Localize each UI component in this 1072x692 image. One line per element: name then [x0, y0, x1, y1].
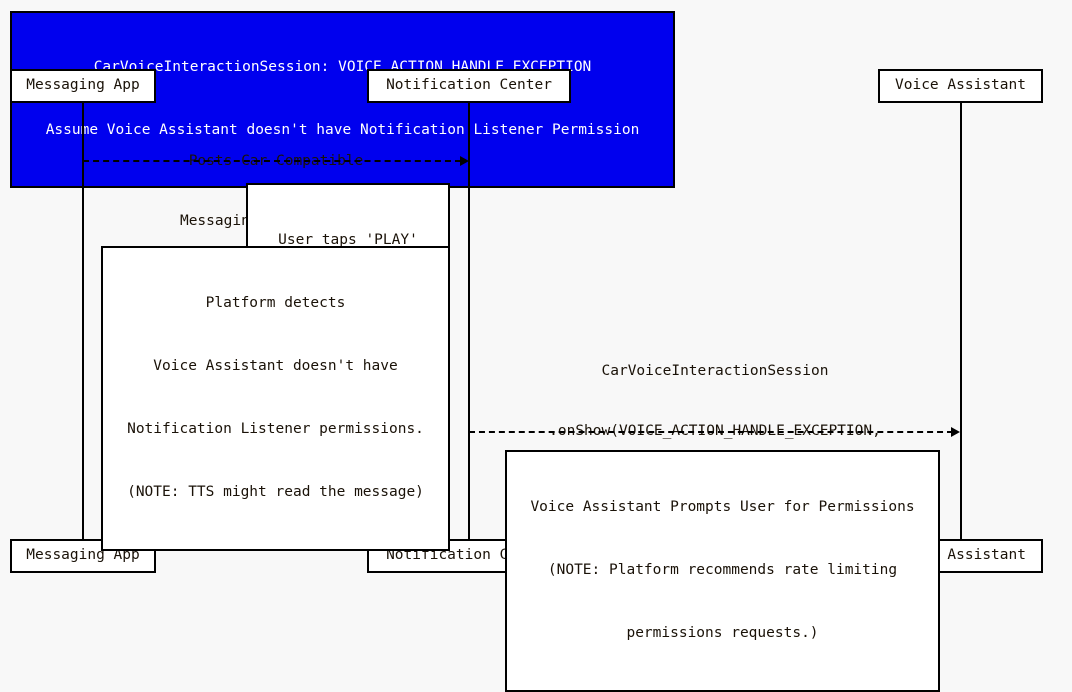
lifeline-notification-center [468, 103, 470, 539]
message-arrowhead-post-notification [460, 156, 469, 166]
note-platform-detects-line-1: Platform detects [205, 295, 346, 311]
lifeline-messaging-app [82, 103, 84, 539]
sequence-diagram-canvas: CarVoiceInteractionSession: VOICE_ACTION… [10, 11, 1043, 692]
participant-messaging-app-header[interactable]: Messaging App [10, 69, 156, 103]
note-prompts-permissions-line-2: (NOTE: Platform recommends rate limiting [547, 562, 898, 578]
note-prompts-permissions-line-1: Voice Assistant Prompts User for Permiss… [530, 499, 915, 515]
message-arrow-onshow-call [469, 431, 953, 433]
message-arrowhead-onshow-call [951, 427, 960, 437]
note-platform-detects-line-3: Notification Listener permissions. [127, 421, 424, 437]
diagram-title-line-2: Assume Voice Assistant doesn't have Noti… [45, 122, 640, 138]
lifeline-voice-assistant [960, 103, 962, 539]
participant-messaging-app-footer[interactable]: Messaging App [10, 539, 156, 573]
note-platform-detects-line-2: Voice Assistant doesn't have [153, 358, 398, 374]
message-arrow-post-notification [83, 160, 461, 162]
note-platform-detects-line-4: (NOTE: TTS might read the message) [127, 484, 424, 500]
note-platform-detects: Platform detects Voice Assistant doesn't… [101, 246, 450, 551]
participant-voice-assistant-header[interactable]: Voice Assistant [878, 69, 1043, 103]
note-prompts-permissions: Voice Assistant Prompts User for Permiss… [505, 450, 940, 692]
note-user-taps-play-line-1: User taps 'PLAY' [278, 232, 418, 248]
note-prompts-permissions-line-3: permissions requests.) [626, 625, 819, 641]
participant-notification-center-header[interactable]: Notification Center [367, 69, 571, 103]
message-onshow-call-line-1: CarVoiceInteractionSession [601, 363, 829, 379]
